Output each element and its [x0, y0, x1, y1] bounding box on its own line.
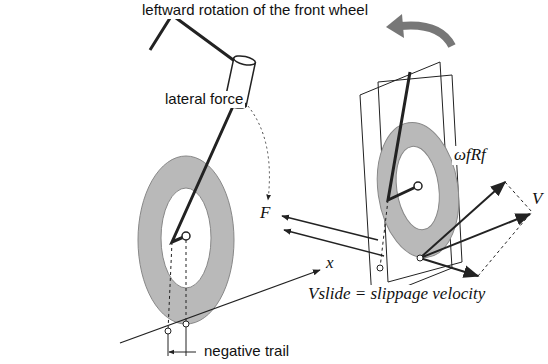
- symbol-label: V: [530, 190, 544, 209]
- rotation-arrow: [400, 25, 452, 46]
- trail-tick: [168, 334, 169, 356]
- fork: [388, 72, 418, 200]
- rotation-arrowhead: [386, 14, 404, 38]
- x-axis: [120, 270, 320, 343]
- vector-parallelogram: [478, 182, 532, 276]
- lateral-force-arrow: [284, 230, 384, 256]
- steering-axis: [168, 242, 172, 331]
- contact-point: [417, 255, 423, 261]
- symbol-label: F: [258, 204, 272, 223]
- rolling-velocity: [420, 182, 505, 258]
- slip-velocity: [420, 258, 478, 276]
- caption-note: leftward rotation of the front wheel: [140, 2, 370, 19]
- tilted-wheel: [369, 117, 467, 263]
- leader-line: [248, 106, 269, 200]
- symbol-label: ωfRf: [452, 146, 488, 165]
- steering-axis: [380, 200, 388, 268]
- front-wheel: [138, 156, 234, 324]
- velocity: [420, 214, 530, 258]
- fork: [172, 104, 234, 242]
- contact-point: [183, 321, 189, 327]
- force-label: lateral force: [163, 91, 245, 108]
- axis-label: x: [324, 254, 336, 273]
- axis-point: [165, 328, 171, 334]
- velocity-label: Vslide = slippage velocity: [306, 285, 487, 304]
- dimension-label: negative trail: [202, 343, 291, 360]
- vertical-line: [186, 240, 187, 324]
- frame-tube: [150, 15, 236, 62]
- axis-point: [377, 265, 383, 271]
- hub: [182, 232, 190, 240]
- lateral-force-arrow: [282, 216, 378, 240]
- trail-arrow: [169, 352, 196, 353]
- hub: [414, 182, 422, 190]
